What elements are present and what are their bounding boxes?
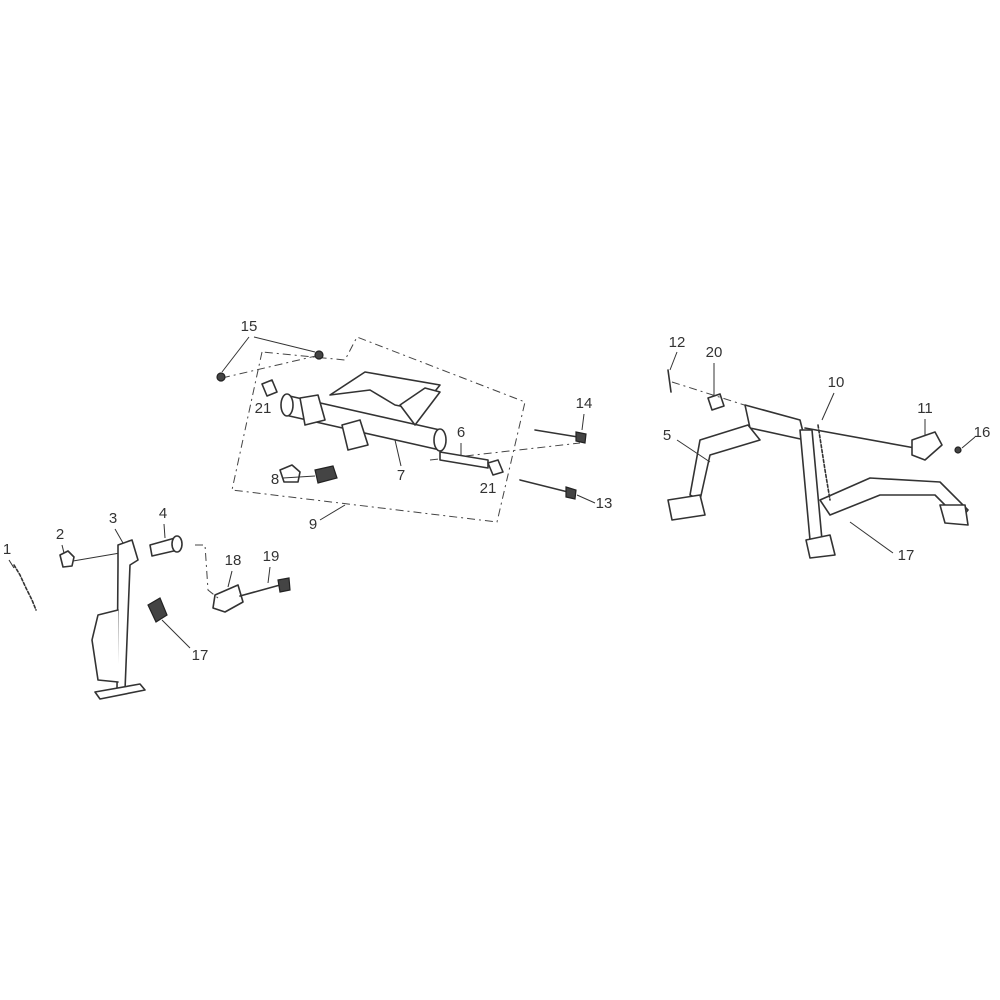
callout-11: 11 <box>917 400 933 417</box>
nut-15 <box>216 350 324 382</box>
rubber-pad-8 <box>314 465 338 484</box>
leader-lines <box>8 336 976 649</box>
callout-20: 20 <box>706 344 723 361</box>
callout-5: 5 <box>663 427 671 444</box>
callout-21: 21 <box>255 400 272 417</box>
callout-10: 10 <box>828 374 845 391</box>
callout-13: 13 <box>596 495 613 512</box>
side-stand-3 <box>91 539 146 700</box>
main-stand-5 <box>667 404 969 559</box>
pin-6 <box>439 451 489 469</box>
stand-bracket-7 <box>280 371 447 452</box>
callout-8: 8 <box>271 471 279 488</box>
callout-9: 9 <box>309 516 317 533</box>
spring-1 <box>13 564 37 611</box>
callout-15: 15 <box>241 318 258 335</box>
callout-21: 21 <box>480 480 497 497</box>
bolt-19 <box>239 577 291 597</box>
bushing-21-left <box>261 379 278 397</box>
bolt-14 <box>534 429 587 444</box>
spring-10 <box>817 424 831 501</box>
callout-19: 19 <box>263 548 280 565</box>
callout-7: 7 <box>397 467 405 484</box>
split-pin-12 <box>667 369 672 393</box>
bushing-21-right <box>487 459 504 476</box>
callout-12: 12 <box>669 334 686 351</box>
callout-17: 17 <box>192 647 209 664</box>
bolt-16 <box>954 446 962 454</box>
bushing-20 <box>707 393 725 411</box>
callout-14: 14 <box>576 395 593 412</box>
plate-11 <box>911 431 943 461</box>
callout-4: 4 <box>159 505 167 522</box>
callout-18: 18 <box>225 552 242 569</box>
callout-3: 3 <box>109 510 117 527</box>
callout-16: 16 <box>974 424 991 441</box>
nut-2 <box>59 550 121 568</box>
nut-8 <box>279 464 301 483</box>
bolt-13 <box>519 479 577 500</box>
shaft-rod <box>804 427 916 449</box>
bolt-4 <box>149 535 183 557</box>
callout-labels: 15 21 14 6 7 8 21 13 9 12 20 10 11 16 5 … <box>3 318 991 664</box>
callout-2: 2 <box>56 526 64 543</box>
switch-18 <box>212 584 244 613</box>
callout-1: 1 <box>3 541 11 558</box>
callout-6: 6 <box>457 424 465 441</box>
rubber-17-left <box>147 597 168 623</box>
callout-17: 17 <box>898 547 915 564</box>
